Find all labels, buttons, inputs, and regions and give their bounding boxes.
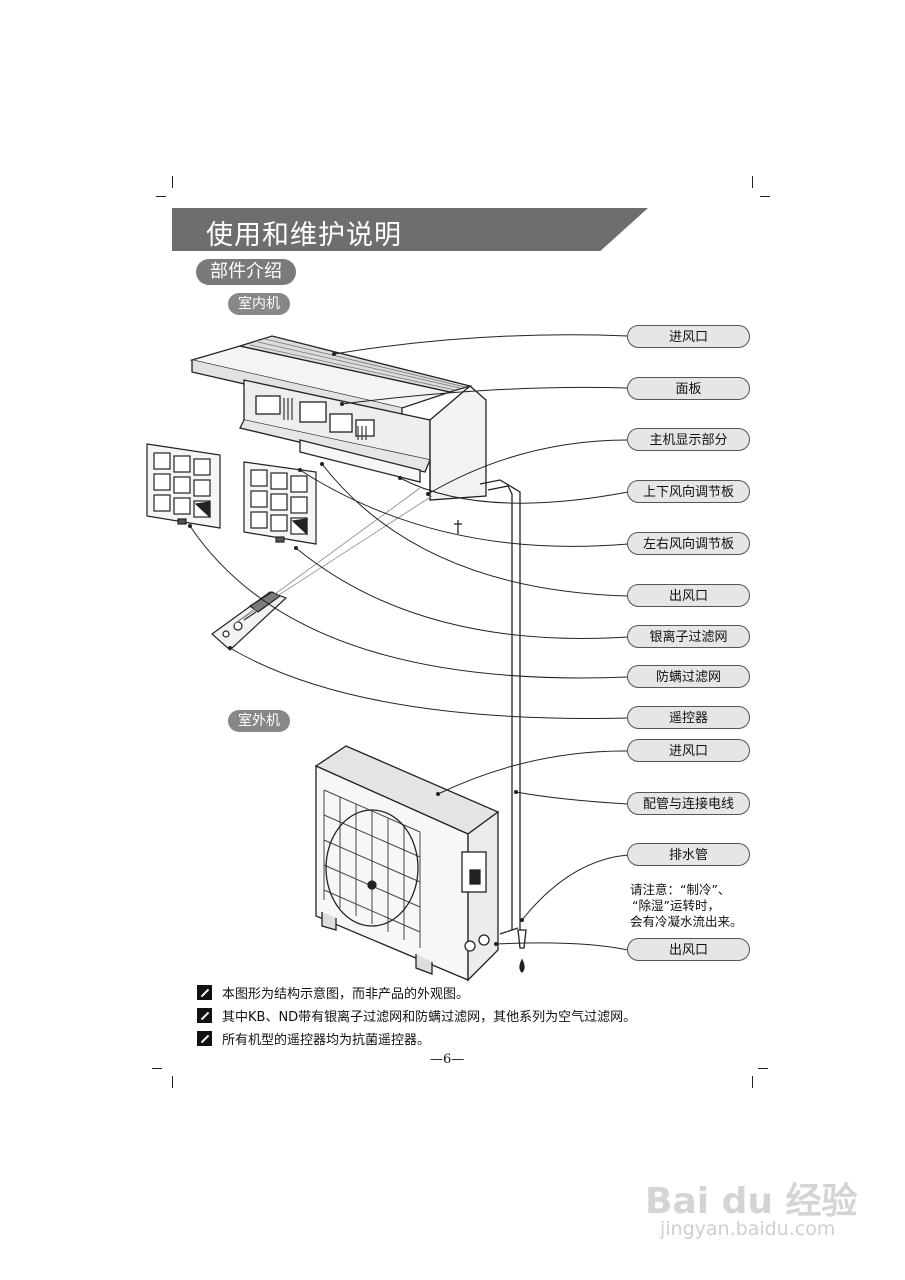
callout-silver-ion-filter: 银离子过滤网 <box>627 625 750 648</box>
crop-mark-tr-h <box>760 196 770 197</box>
page-number: —6— <box>430 1052 465 1067</box>
title-banner: 使用和维护说明 <box>172 208 648 251</box>
callout-outdoor-air-inlet: 进风口 <box>627 739 750 762</box>
page-title: 使用和维护说明 <box>206 220 402 251</box>
drain-note: 请注意：“制冷”、 “除湿”运转时， 会有冷凝水流出来。 <box>630 882 765 930</box>
callout-anti-mite-filter: 防螨过滤网 <box>627 665 750 688</box>
baidu-jingyan-watermark-url: jingyan.baidu.com <box>660 1218 836 1240</box>
callout-display: 主机显示部分 <box>627 428 750 451</box>
crop-mark-tr-v <box>752 176 753 188</box>
callout-vertical-louver: 上下风向调节板 <box>627 480 750 503</box>
drain-note-line: 请注意：“制冷”、 <box>630 882 731 897</box>
footnote: 所有机型的遥控器均为抗菌遥控器。 <box>197 1029 430 1048</box>
pencil-note-icon <box>197 1008 212 1023</box>
silver-ion-filter-drawing <box>146 443 221 529</box>
drain-note-line: “除湿”运转时， <box>632 898 720 913</box>
pencil-note-icon <box>197 985 212 1000</box>
crop-mark-tl-v <box>172 176 173 188</box>
pencil-note-icon <box>197 1031 212 1046</box>
drain-note-line: 会有冷凝水流出来。 <box>630 914 743 929</box>
callout-piping-and-wiring: 配管与连接电线 <box>627 792 750 815</box>
callout-panel: 面板 <box>627 377 750 400</box>
footnote: 其中KB、ND带有银离子过滤网和防螨过滤网，其他系列为空气过滤网。 <box>197 1006 636 1025</box>
callout-horizontal-louver: 左右风向调节板 <box>627 532 750 555</box>
footnote-text: 其中KB、ND带有银离子过滤网和防螨过滤网，其他系列为空气过滤网。 <box>222 1010 637 1025</box>
section-heading: 部件介绍 <box>196 259 296 285</box>
callout-outdoor-air-outlet: 出风口 <box>627 938 750 961</box>
indoor-unit-drawing <box>189 335 521 930</box>
callout-indoor-air-outlet: 出风口 <box>627 584 750 607</box>
crop-mark-bl-h <box>152 1068 162 1069</box>
crop-mark-tl-h <box>156 196 166 197</box>
baidu-jingyan-watermark-logo: Bai du 经验 <box>645 1181 858 1222</box>
indoor-unit-label: 室内机 <box>228 293 290 315</box>
footnote: 本图形为结构示意图，而非产品的外观图。 <box>197 983 469 1002</box>
anti-mite-filter-drawing <box>243 461 317 545</box>
outdoor-unit-drawing <box>314 745 527 982</box>
outdoor-unit-label: 室外机 <box>228 710 290 732</box>
crop-mark-br-v <box>752 1076 753 1088</box>
footnote-text: 本图形为结构示意图，而非产品的外观图。 <box>222 987 470 1002</box>
crop-mark-bl-v <box>172 1076 173 1088</box>
callout-remote-control: 遥控器 <box>627 706 750 729</box>
footnote-text: 所有机型的遥控器均为抗菌遥控器。 <box>222 1033 431 1048</box>
crop-mark-br-h <box>758 1068 768 1069</box>
callout-indoor-air-inlet: 进风口 <box>627 325 750 348</box>
callout-drain-pipe: 排水管 <box>627 843 750 866</box>
remote-control-drawing <box>211 591 288 651</box>
